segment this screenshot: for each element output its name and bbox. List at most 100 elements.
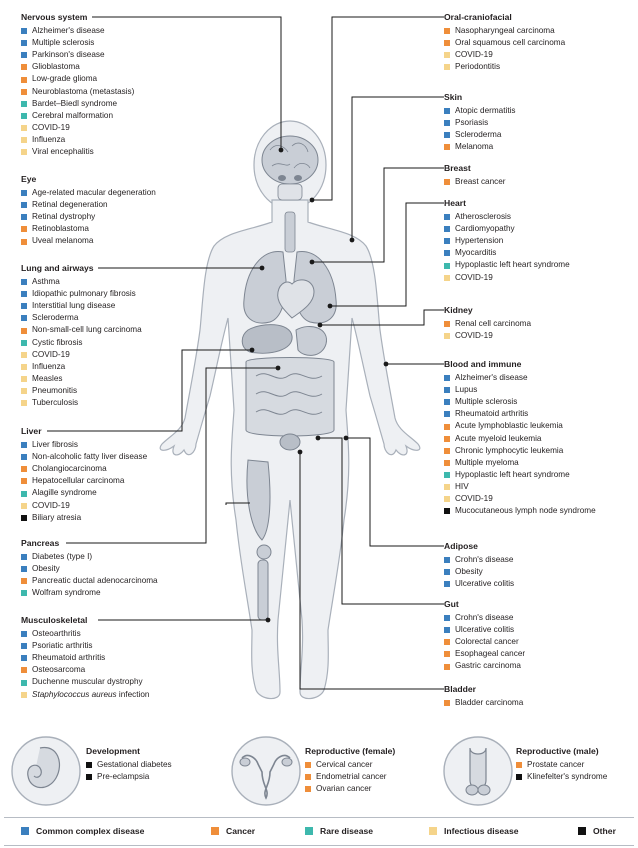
legend-bottom-rule: [4, 845, 634, 846]
disease-item: HIV: [444, 481, 596, 493]
category-square-icon: [21, 578, 27, 585]
category-square-icon: [444, 471, 450, 478]
category-square-icon: [444, 627, 450, 634]
disease-label: Gestational diabetes: [97, 760, 172, 770]
disease-label: Retinal degeneration: [32, 200, 108, 210]
category-square-icon: [444, 557, 450, 564]
category-square-icon: [86, 774, 92, 781]
category-square-icon: [21, 303, 27, 310]
category-square-icon: [444, 108, 450, 115]
disease-item: Obesity: [21, 563, 158, 575]
category-square-icon: [516, 762, 522, 769]
disease-label: Pancreatic ductal adenocarcinoma: [32, 576, 158, 586]
disease-label: Non-small-cell lung carcinoma: [32, 325, 142, 335]
category-square-icon: [21, 28, 27, 35]
legend-item-other: Other: [578, 826, 616, 836]
disease-item: Esophageal cancer: [444, 648, 525, 660]
group-title: Oral-craniofacial: [444, 12, 512, 22]
disease-item: Psoriasis: [444, 117, 516, 129]
legend-swatch-icon: [21, 827, 29, 835]
disease-item: Retinoblastoma: [21, 223, 156, 235]
group-title: Eye: [21, 174, 37, 184]
disease-label: Duchenne muscular dystrophy: [32, 677, 143, 687]
disease-item: Atherosclerosis: [444, 211, 570, 223]
disease-item: Neuroblastoma (metastasis): [21, 86, 134, 98]
category-square-icon: [21, 375, 27, 382]
disease-label: Glioblastoma: [32, 62, 80, 72]
disease-label: Melanoma: [455, 142, 494, 152]
category-square-icon: [21, 691, 27, 698]
disease-label: Viral encephalitis: [32, 147, 94, 157]
disease-label: HIV: [455, 481, 469, 491]
disease-item: Wolfram syndrome: [21, 587, 158, 599]
disease-item: Psoriatic arthritis: [21, 640, 149, 652]
disease-item: Ulcerative colitis: [444, 578, 514, 590]
category-square-icon: [21, 149, 27, 156]
disease-item: Multiple myeloma: [444, 457, 596, 469]
category-square-icon: [444, 375, 450, 382]
disease-item: Klinefelter's syndrome: [516, 771, 607, 783]
category-square-icon: [21, 466, 27, 473]
disease-label: Non-alcoholic fatty liver disease: [32, 452, 148, 462]
disease-item: Retinal degeneration: [21, 199, 156, 211]
disease-item: Rheumatoid arthritis: [21, 652, 149, 664]
legend-item-common: Common complex disease: [21, 826, 144, 836]
disease-label: Obesity: [455, 567, 483, 577]
group-title: Development: [86, 746, 140, 756]
legend-swatch-icon: [429, 827, 437, 835]
disease-item: Hypoplastic left heart syndrome: [444, 259, 570, 271]
disease-item: Renal cell carcinoma: [444, 318, 531, 330]
intestines-illustration: [245, 357, 335, 437]
leg-illustration: [246, 459, 272, 621]
disease-label: Rheumatoid arthritis: [455, 409, 529, 419]
group-title: Reproductive (male): [516, 746, 599, 756]
disease-label: Gastric carcinoma: [455, 661, 521, 671]
category-square-icon: [21, 124, 27, 131]
disease-label: Bardet–Biedl syndrome: [32, 98, 118, 108]
group-title: Adipose: [444, 541, 478, 551]
category-square-icon: [444, 639, 450, 646]
disease-item: Tuberculosis: [21, 397, 142, 409]
category-square-icon: [21, 136, 27, 143]
category-square-icon: [21, 490, 27, 497]
disease-label: Hypertension: [455, 236, 504, 246]
disease-item: Lupus: [444, 384, 596, 396]
disease-label: Staphylococcus aureus infection: [32, 689, 150, 699]
legend-swatch-icon: [211, 827, 219, 835]
disease-item: Nasopharyngeal carcinoma: [444, 25, 565, 37]
disease-label: Crohn's disease: [455, 555, 514, 565]
group-title: Breast: [444, 163, 471, 173]
disease-label: Osteosarcoma: [32, 665, 86, 675]
disease-item: Interstitial lung disease: [21, 300, 142, 312]
disease-label: COVID-19: [32, 122, 70, 132]
legend-item-rare: Rare disease: [305, 826, 373, 836]
disease-label: Hypoplastic left heart syndrome: [455, 469, 570, 479]
disease-label: Multiple myeloma: [455, 457, 519, 467]
disease-label: Measles: [32, 373, 63, 383]
legend-top-rule: [4, 817, 634, 818]
color-legend: Common complex disease Cancer Rare disease…: [0, 822, 638, 842]
disease-label: Oral squamous cell carcinoma: [455, 38, 566, 48]
disease-label: Endometrial cancer: [316, 772, 387, 782]
category-square-icon: [444, 262, 450, 269]
disease-label: Obesity: [32, 564, 60, 574]
disease-label: Retinoblastoma: [32, 224, 89, 234]
category-square-icon: [444, 569, 450, 576]
legend-label: Cancer: [226, 826, 256, 836]
category-square-icon: [444, 387, 450, 394]
disease-item: Age-related macular degeneration: [21, 187, 156, 199]
disease-item: Periodontitis: [444, 61, 565, 73]
disease-item: Parkinson's disease: [21, 49, 134, 61]
disease-label: Interstitial lung disease: [32, 301, 116, 311]
category-square-icon: [305, 786, 311, 793]
category-square-icon: [21, 40, 27, 47]
category-square-icon: [21, 387, 27, 394]
